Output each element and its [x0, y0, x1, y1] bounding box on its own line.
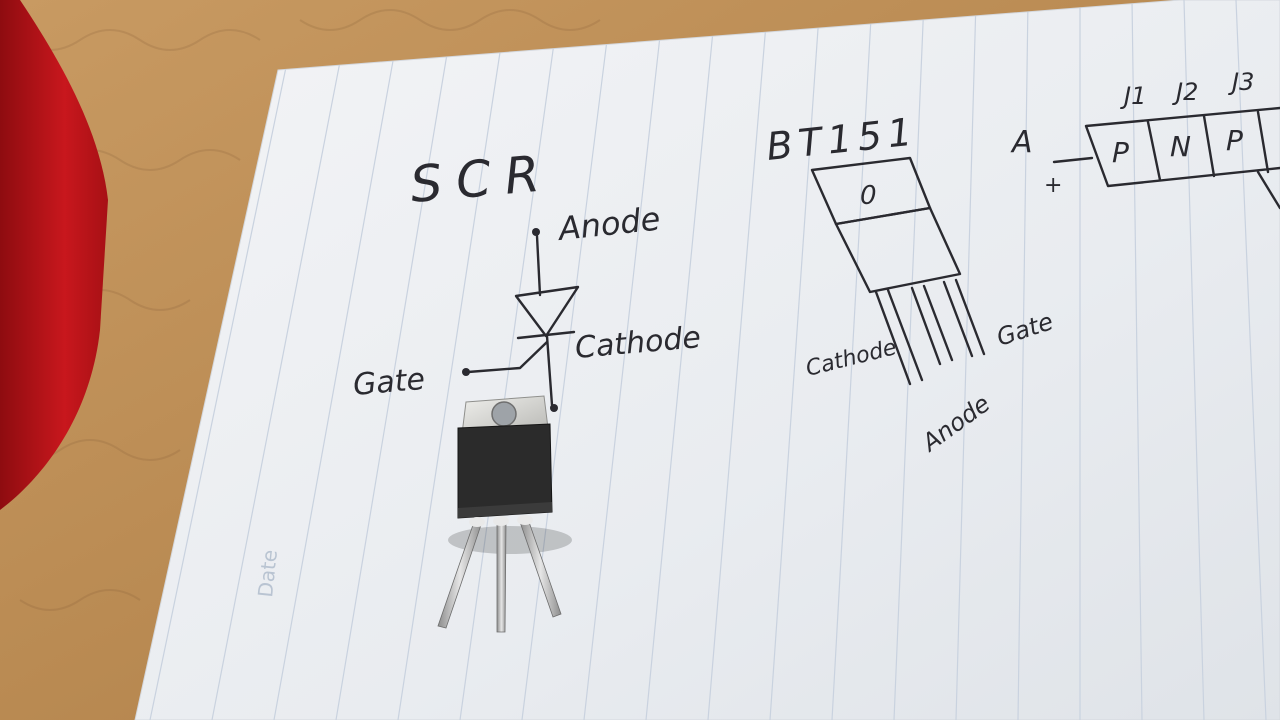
cathode-terminal-dot [550, 404, 558, 412]
junction-label-3: J3 [1228, 68, 1254, 96]
date-label: Date [253, 548, 282, 598]
ruling-line [645, 0, 717, 720]
ruling-line [1017, 0, 1029, 720]
ruling-line [831, 0, 873, 720]
ruling-line [893, 0, 925, 720]
ruling-line [273, 0, 405, 720]
ruling-line [1235, 0, 1267, 720]
ruling-line [1131, 0, 1143, 720]
component-lead-middle [496, 521, 507, 633]
scr-component [437, 395, 572, 633]
ruling-line [335, 0, 457, 720]
diode-bar [516, 330, 576, 340]
layer-p2: P [1226, 124, 1243, 157]
package-leg-right [942, 278, 986, 358]
ruling-line [1183, 0, 1205, 720]
package-tab-mark: 0 [860, 181, 877, 211]
junction-label-1: J1 [1120, 82, 1146, 110]
component-body-bevel [458, 502, 552, 518]
component-lead-collar-left [469, 517, 485, 527]
red-object [0, 0, 108, 510]
layer-box-outline [1084, 106, 1280, 188]
component-lead-collar-right [517, 515, 533, 525]
paper-ruling [149, 0, 1267, 720]
ruling-line [769, 0, 821, 720]
ruling-line [583, 0, 665, 720]
scr-title: SCR [408, 144, 556, 214]
layer-terminal-wire [1052, 156, 1094, 164]
cathode-wire [545, 334, 554, 407]
layer-sketch: J1 J2 J3 A + P N P [1010, 68, 1280, 210]
diode-triangle [514, 285, 580, 338]
paper-sheet [134, 0, 1280, 720]
component-tab-hole [491, 401, 517, 427]
ruling-line [149, 0, 301, 720]
component-lead-collar-middle [493, 516, 509, 526]
layer-p1: P [1112, 136, 1129, 169]
gate-terminal-dot [462, 368, 470, 376]
gate-wire [466, 340, 549, 374]
layer-terminal-label: A [1010, 125, 1033, 160]
anode-wire [535, 234, 542, 297]
layer-n: N [1170, 130, 1191, 163]
gate-label: Gate [352, 362, 427, 403]
anode-terminal-dot [532, 228, 540, 236]
ruling-line [707, 0, 769, 720]
ruling-line [211, 0, 353, 720]
ruling-line [397, 0, 509, 720]
ruling-line [521, 0, 613, 720]
layer-gate-lead [1256, 170, 1280, 210]
ruling-line [459, 0, 561, 720]
layer-polarity-label: + [1044, 173, 1062, 198]
package-body-outline [834, 206, 962, 294]
ruling-line [955, 0, 977, 720]
package-leg-left [874, 288, 924, 386]
component-shadow [448, 526, 572, 554]
package-leg-middle [910, 284, 954, 366]
junction-label-2: J2 [1172, 78, 1198, 106]
